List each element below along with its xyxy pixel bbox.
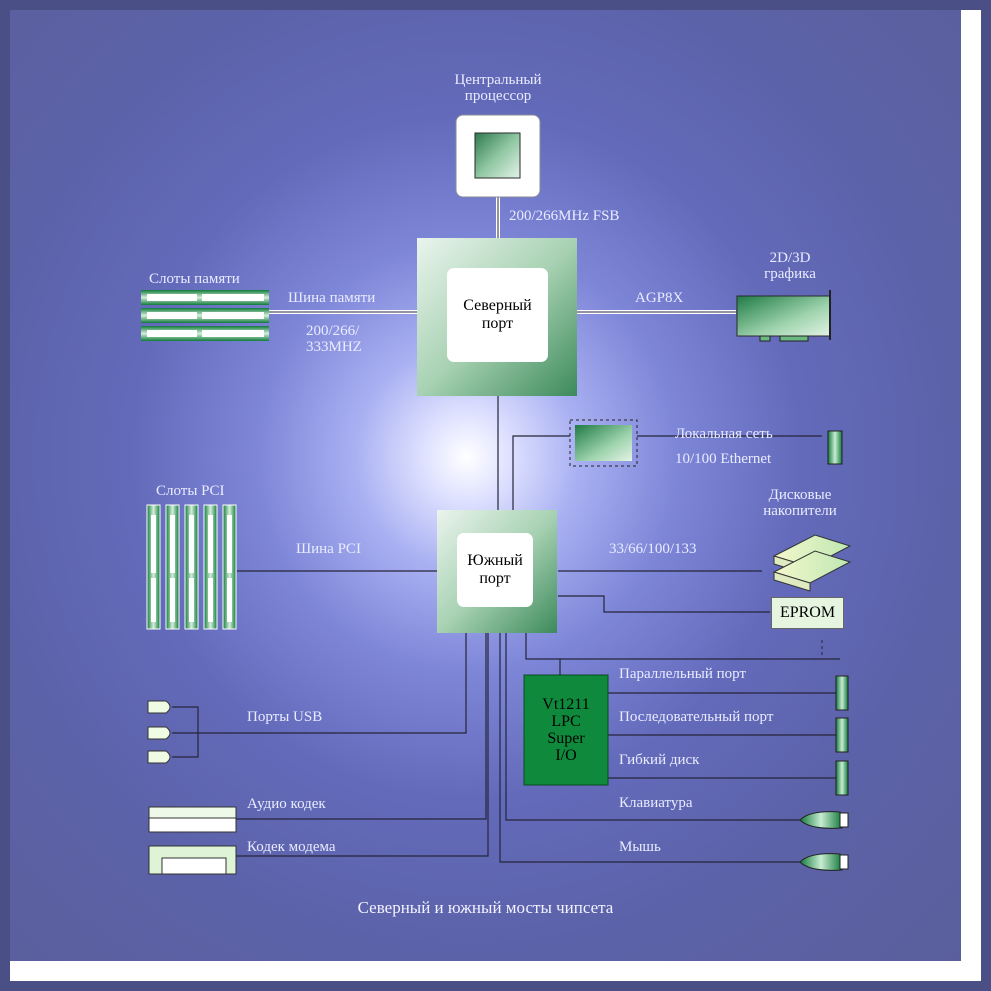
pci-slots (146, 504, 237, 630)
parallel-port-label: Параллельный порт (619, 666, 747, 682)
eprom-line (558, 595, 770, 613)
modem-line (236, 632, 489, 857)
keyboard-line (505, 632, 800, 821)
memory-slots (141, 290, 269, 341)
fsb-label: 200/266MHz FSB (509, 208, 620, 224)
lan-line (512, 435, 570, 527)
serial-port-label: Последовательный порт (619, 709, 774, 725)
pci-slots-label: Слоты PCI (156, 483, 225, 499)
superio-chip (523, 674, 609, 786)
eprom-chip: EPROM (771, 597, 844, 629)
diagram-caption: Северный и южный мосты чипсета (357, 898, 614, 917)
usb-ports (147, 700, 171, 764)
memory-freq-label: 200/266/333MHZ (306, 323, 362, 355)
memory-bus-label: Шина памяти (288, 290, 376, 306)
port-connectors (799, 675, 849, 871)
usb-label: Порты USB (247, 709, 323, 725)
keyboard-label: Клавиатура (619, 795, 693, 811)
cpu-chip (455, 114, 541, 198)
pci-bus-label: Шина PCI (296, 541, 361, 557)
chipset-diagram (141, 114, 852, 875)
lan-chip (569, 419, 843, 467)
audio-line (236, 632, 487, 820)
modem-codec-card (148, 845, 237, 875)
audio-codec-card (148, 806, 237, 833)
mouse-line (499, 632, 800, 863)
agp-label: AGP8X (635, 290, 684, 306)
floppy-label: Гибкий диск (619, 752, 700, 768)
thin-lines (172, 362, 840, 863)
disk-drives (772, 534, 852, 592)
modem-label: Кодек модема (247, 839, 336, 855)
usb-line (198, 632, 467, 734)
audio-label: Аудио кодек (247, 796, 326, 812)
lan-label: Локальная сеть (675, 426, 773, 442)
lpc-line (525, 632, 840, 660)
memory-slots-label: Слоты памяти (149, 271, 240, 287)
graphics-card (736, 290, 831, 342)
mouse-label: Мышь (619, 839, 661, 855)
ethernet-label: 10/100 Ethernet (675, 451, 772, 467)
disk-speed-label: 33/66/100/133 (609, 541, 697, 557)
